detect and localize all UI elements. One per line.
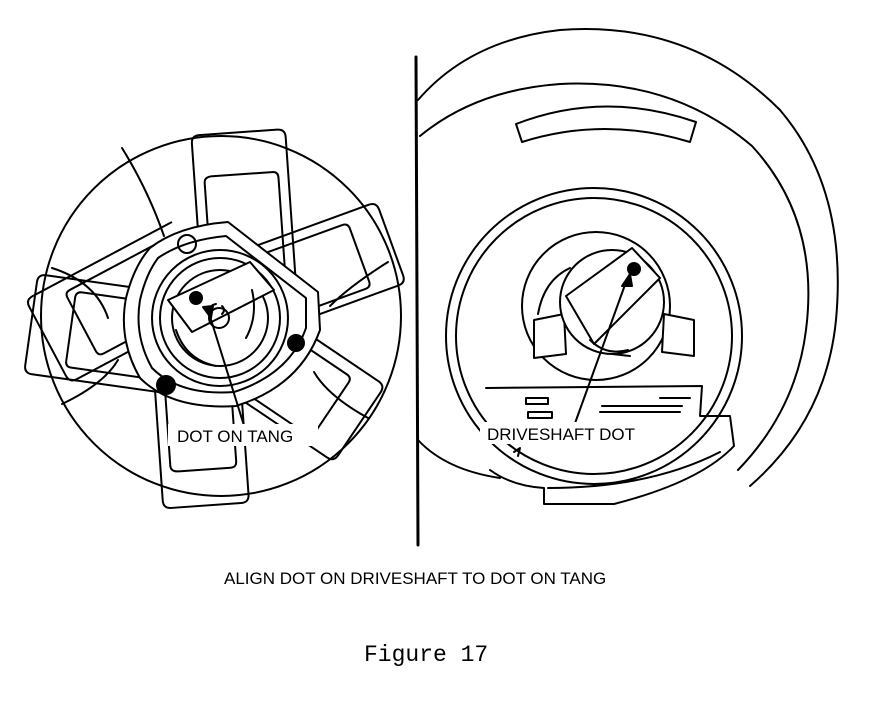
rotor-arm-bottom xyxy=(151,329,249,509)
driveshaft-bore xyxy=(522,232,670,380)
bolt-dot-left xyxy=(157,376,175,394)
driveshaft-dot-leader xyxy=(574,282,626,426)
tang xyxy=(168,262,274,332)
housing-view xyxy=(418,29,838,504)
rotor-assembly-view xyxy=(24,129,406,508)
rotor-arm-left xyxy=(24,274,223,399)
lower-plate xyxy=(486,386,734,504)
diagram-caption: ALIGN DOT ON DRIVESHAFT TO DOT ON TANG xyxy=(224,569,606,588)
clamp-left xyxy=(534,314,566,358)
bolt-dot-right xyxy=(288,335,304,351)
clamp-right xyxy=(662,314,694,356)
center-screw xyxy=(209,308,229,328)
housing-outer-arc xyxy=(418,29,838,486)
arc-slot xyxy=(516,106,696,142)
figure-number: Figure 17 xyxy=(364,642,488,668)
plate-hole xyxy=(178,235,196,253)
panel-divider xyxy=(416,57,418,545)
label-dot-on-tang: DOT ON TANG xyxy=(177,427,293,446)
tang-dot xyxy=(190,292,202,304)
rotor-arm-right xyxy=(203,202,406,346)
label-driveshaft-dot: DRIVESHAFT DOT xyxy=(487,425,635,444)
base-disk xyxy=(41,136,401,496)
driveshaft-dot xyxy=(628,263,640,275)
rotor-arm-top xyxy=(191,129,297,317)
dot-on-tang-leader xyxy=(208,310,246,432)
rotor-arm-upper-left xyxy=(26,222,216,382)
inner-ring xyxy=(446,188,742,484)
